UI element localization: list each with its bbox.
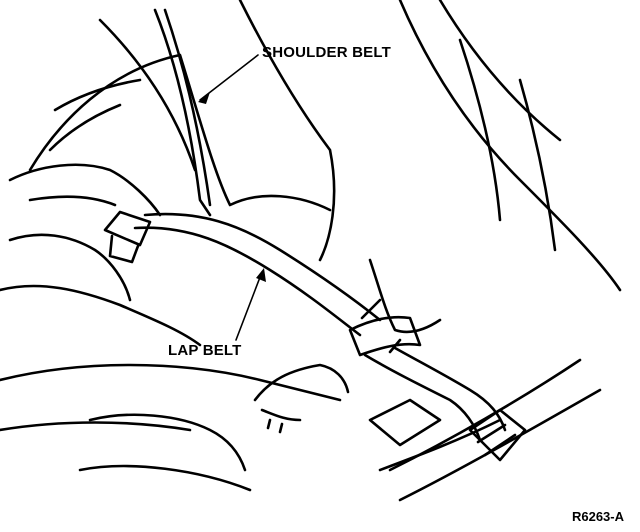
- center-hand: [253, 363, 350, 434]
- figure-code: R6263-A: [571, 509, 624, 524]
- belt-to-buckle: [363, 346, 507, 442]
- latch-plate: [103, 210, 152, 264]
- occupant-torso: [98, 0, 336, 262]
- occupant-leg: [0, 363, 342, 432]
- right-hand: [360, 258, 442, 354]
- left-arm: [0, 284, 202, 347]
- shoulder-belt: [153, 8, 212, 217]
- seat-back: [28, 53, 332, 212]
- belt-sleeve: [348, 315, 422, 357]
- left-hand: [8, 163, 162, 302]
- floor-console: [368, 398, 502, 472]
- lap-belt-upper-edge: [143, 212, 382, 322]
- lap-belt-pointer: [235, 271, 263, 341]
- seat-back-edge: [48, 78, 142, 152]
- shoulder-belt-label: SHOULDER BELT: [262, 44, 391, 61]
- lap-belt-label: LAP BELT: [168, 342, 242, 359]
- occupant-coat-right: [398, 0, 622, 292]
- seat-cushion: [78, 413, 252, 492]
- coat-fold: [458, 38, 557, 252]
- lap-belt-lower-edge: [133, 226, 362, 337]
